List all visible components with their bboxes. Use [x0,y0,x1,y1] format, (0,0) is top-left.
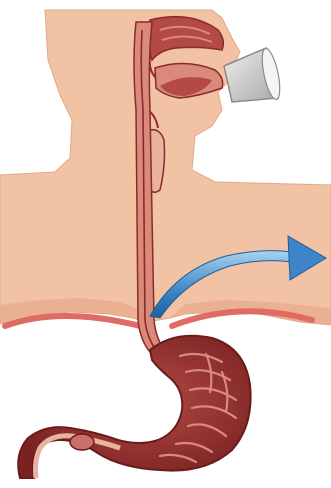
head-neck-shape [0,10,331,325]
body-silhouette [0,10,331,325]
diaphragm-left [5,316,140,326]
stomach [18,336,250,478]
pyloric-sphincter [70,434,94,450]
